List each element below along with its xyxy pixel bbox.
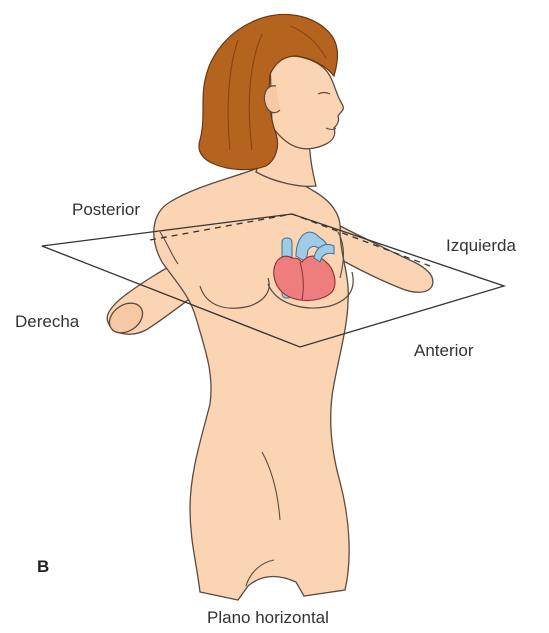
label-derecha: Derecha <box>15 312 79 332</box>
left-arm <box>338 226 433 292</box>
caption-plane: Plano horizontal <box>207 608 329 628</box>
torso <box>154 166 349 600</box>
label-anterior: Anterior <box>414 341 474 361</box>
label-izquierda: Izquierda <box>446 236 516 256</box>
panel-letter: B <box>37 557 49 577</box>
label-posterior: Posterior <box>72 200 140 220</box>
